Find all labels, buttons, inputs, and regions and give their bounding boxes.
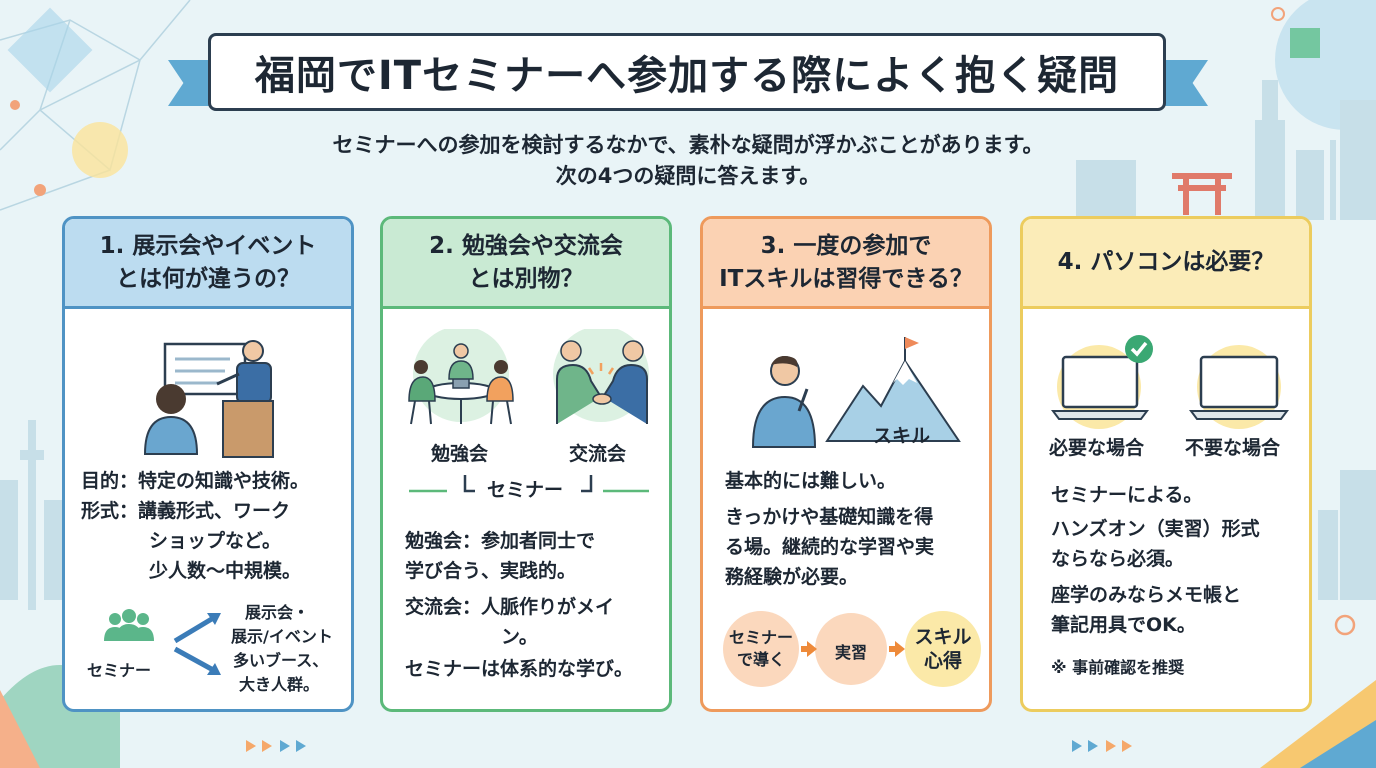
card-2-line-3: 交流会：人脈作りがメイ	[405, 596, 615, 618]
card-1-target-line-3: 多いブース、	[233, 651, 329, 670]
card-2-heading-line-1: 2. 勉強会や交流会	[429, 232, 623, 259]
card-3-line-4: 務経験が必要。	[725, 566, 859, 588]
card-1-line-1: 目的：特定の知識や技術。	[81, 470, 310, 492]
skill-label: スキル	[873, 425, 931, 447]
card-4-heading-line-1: 4. パソコンは必要？	[1057, 249, 1275, 275]
card-2: 2. 勉強会や交流会 とは別物？ 勉強会 交流会	[380, 216, 672, 712]
card-4-note: ※ 事前確認を推奨	[1051, 658, 1185, 677]
subtitle-line-1: セミナーへの参加を検討するなかで、素朴な疑問が浮かぶことがあります。	[332, 133, 1044, 157]
card-4-line-2: ハンズオン（実習）形式	[1051, 518, 1260, 540]
network-label: 交流会	[569, 443, 627, 465]
steps-flow	[723, 611, 981, 687]
not-needed-label: 不要な場合	[1185, 437, 1281, 459]
card-3: 3. 一度の参加で ITスキルは習得できる？ スキル 基本的には難しい。 きっか…	[700, 216, 992, 712]
card-4-line-4: 座学のみならメモ帳と	[1051, 584, 1242, 606]
card-2-line-1: 勉強会：参加者同士で	[405, 530, 596, 552]
card-2-line-4: ン。	[501, 626, 538, 648]
step-3-line-2: 心得	[923, 650, 962, 672]
laptop-check-icon	[1051, 335, 1153, 429]
step-1-line-1: セミナー	[728, 628, 793, 647]
card-3-line-3: る場。継続的な学習や実	[725, 536, 935, 558]
step-2: 実習	[821, 639, 881, 663]
card-2-heading: 2. 勉強会や交流会 とは別物？	[383, 219, 669, 309]
study-label: 勉強会	[431, 443, 489, 465]
laptop-icon	[1189, 345, 1289, 429]
card-3-line-1: 基本的には難しい。	[725, 470, 897, 492]
step-3-line-1: スキル	[914, 626, 972, 648]
card-1-heading-line-2: とは何が違うの？	[116, 265, 300, 292]
step-3: スキル 心得	[905, 625, 981, 673]
thinking-person-icon	[751, 356, 817, 448]
people-group-icon	[104, 609, 154, 641]
card-1-heading: 1. 展示会やイベント とは何が違うの？	[65, 219, 351, 309]
card-4-line-1: セミナーによる。	[1051, 484, 1203, 506]
arrow-icons	[173, 613, 221, 675]
card-2-heading-line-2: とは別物？	[468, 265, 584, 292]
card-1-line-2: 形式：講義形式、ワーク	[81, 500, 291, 522]
bracket-divider	[409, 475, 649, 493]
card-1-line-3: ショップなど。	[149, 530, 282, 552]
card-1-heading-line-1: 1. 展示会やイベント	[99, 232, 317, 259]
card-1-target-line-1: 展示会・	[245, 603, 310, 622]
card-1: 1. 展示会やイベント とは何が違うの？ 目的：特定の知識や技術。 形式：講義形…	[62, 216, 354, 712]
mountain-flag-icon	[825, 337, 961, 442]
card-2-line-5: セミナーは体系的な学び。	[405, 658, 634, 680]
step-1: セミナー で導く	[723, 627, 799, 671]
needed-label: 必要な場合	[1049, 437, 1145, 459]
card-1-line-4: 少人数〜中規模。	[149, 560, 302, 582]
card-1-seminar-label: セミナー	[87, 661, 152, 680]
card-1-target-line-4: 大き人群。	[239, 675, 320, 694]
card-3-heading-line-1: 3. 一度の参加で	[760, 232, 932, 259]
page-title: 福岡でITセミナーへ参加する際によく抱く疑問	[254, 53, 1120, 99]
card-3-line-2: きっかけや基礎知識を得	[725, 506, 934, 528]
seminar-label: セミナー	[487, 479, 564, 501]
card-2-line-2: 学び合う、実践的。	[405, 560, 577, 582]
card-4-line-5: 筆記用具でOK。	[1051, 614, 1196, 636]
title-banner: 福岡でITセミナーへ参加する際によく抱く疑問	[208, 33, 1166, 111]
card-3-heading-line-2: ITスキルは習得できる？	[719, 265, 973, 292]
step-2-line-1: 実習	[834, 643, 867, 662]
subtitle-line-2: 次の4つの疑問に答えます。	[555, 164, 821, 188]
presentation-icon	[143, 340, 274, 458]
card-3-heading: 3. 一度の参加で ITスキルは習得できる？	[703, 219, 989, 309]
card-4-line-3: ならなら必須。	[1051, 548, 1185, 570]
step-1-line-2: で導く	[736, 650, 785, 669]
study-group-icon	[408, 329, 514, 425]
card-1-target-line-2: 展示/イベント	[231, 627, 333, 646]
handshake-icon	[553, 329, 649, 424]
card-4: 4. パソコンは必要？ 必要な場合 不要な場合 セミナーによる。 ハンズオン（実…	[1020, 216, 1312, 712]
card-4-heading: 4. パソコンは必要？	[1023, 219, 1309, 309]
